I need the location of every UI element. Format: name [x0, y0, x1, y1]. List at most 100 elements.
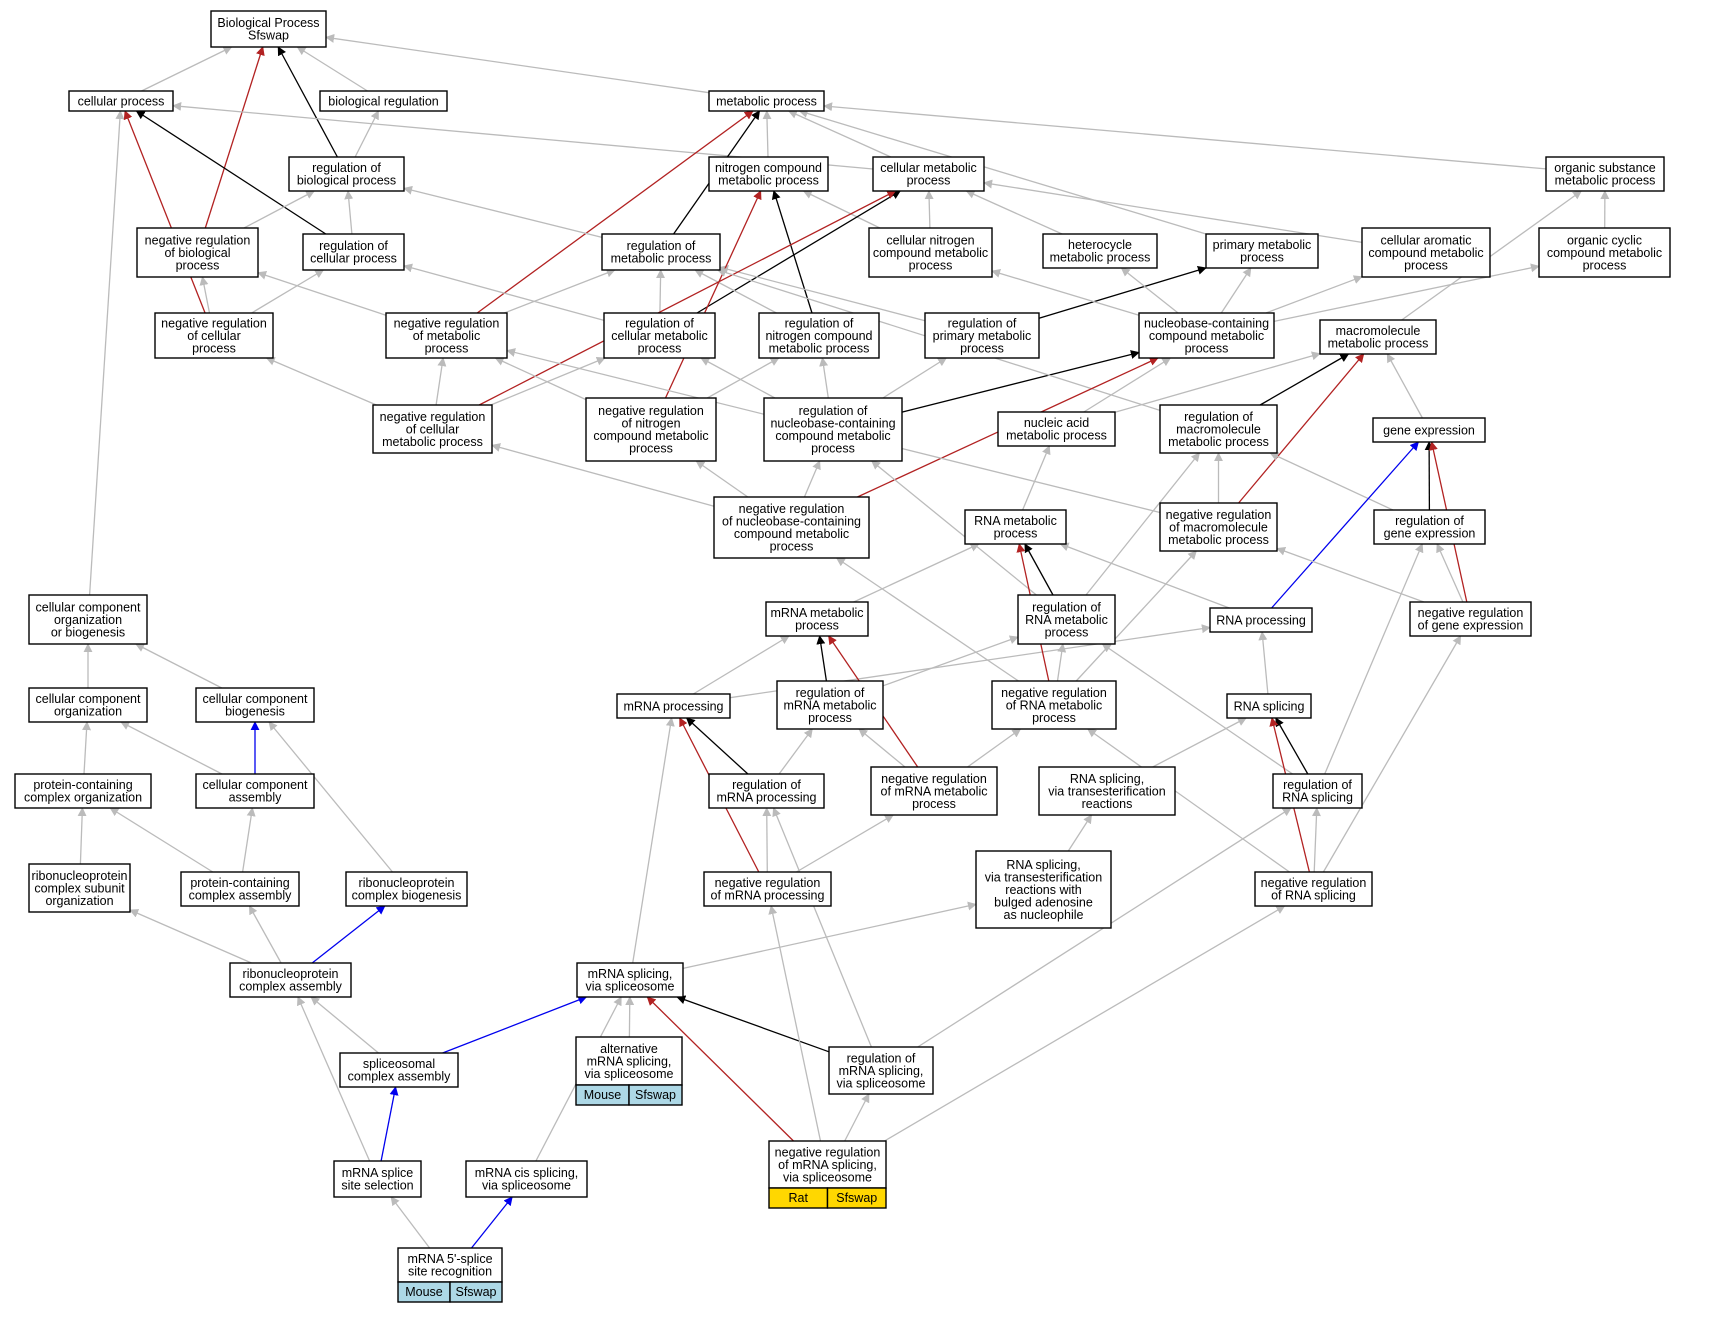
edge-mrna_splice_site-to-spliceosomal [380, 1086, 399, 1162]
node-label-line: ribonucleoprotein [32, 869, 128, 883]
node-label-line: mRNA splicing, [587, 1054, 672, 1068]
edge-rna_splicing-to-rna_processing [1258, 631, 1269, 695]
edge-neg_met-to-neg_bio [257, 270, 387, 316]
node-label-line: process [192, 341, 236, 355]
node-box [868, 227, 993, 278]
annotation-cell [826, 1187, 887, 1209]
node-box [603, 312, 716, 359]
node-label-line: gene expression [1383, 423, 1475, 437]
node-label-line: compound metabolic [1547, 246, 1662, 260]
edge-reg_nucleobase-to-reg_cellmet [700, 357, 776, 399]
node-box [1159, 404, 1278, 454]
edge-neg_cell-to-cellular_process [123, 110, 206, 314]
edge-biological_regulation-to-bp [296, 46, 368, 92]
node-mrna-cis[interactable]: mRNA cis splicing,via spliceosome [465, 1160, 588, 1198]
node-metabolic-process[interactable]: metabolic process [708, 90, 825, 112]
node-label-line: process [1240, 251, 1284, 265]
node-box [1361, 227, 1491, 278]
node-rna-splice-trans[interactable]: RNA splicing,via transesterificationreac… [1038, 766, 1176, 816]
node-box [1017, 594, 1116, 645]
edge-rna_processing-to-gene_expr [1271, 441, 1419, 609]
node-rna-processing[interactable]: RNA processing [1209, 607, 1313, 633]
edge-reg_rna_met-to-rna_met [1024, 543, 1054, 596]
node-mrna-processing[interactable]: mRNA processing [616, 693, 731, 719]
node-cellular-process[interactable]: cellular process [68, 90, 174, 112]
node-biological-regulation[interactable]: biological regulation [319, 90, 448, 112]
node-rna-splicing[interactable]: RNA splicing [1226, 693, 1312, 719]
node-label-line: negative regulation [1261, 876, 1367, 890]
node-gene-expr[interactable]: gene expression [1372, 417, 1486, 443]
node-label-line: spliceosomal [363, 1057, 435, 1071]
edge-neg_met-to-metabolic_process [476, 110, 754, 314]
node-rna-splice-bulged[interactable]: RNA splicing,via transesterificationreac… [975, 850, 1112, 929]
node-label-line: RNA splicing, [1070, 772, 1144, 786]
node-reg-nucleobase[interactable]: regulation ofnucleobase-containingcompou… [763, 397, 903, 462]
node-label-line: metabolic process [1168, 533, 1269, 547]
node-label-line: mRNA splicing, [588, 967, 673, 981]
node-label-line: biogenesis [225, 705, 285, 719]
node-label-line: RNA splicing [1282, 791, 1353, 805]
edge-neg_cellmet-to-neg_met [435, 357, 447, 406]
edge-primary_met-to-metabolic_process [798, 109, 1207, 235]
node-label-line: Sfswap [248, 29, 289, 43]
edge-reg_mrna_met-to-mrna_met [816, 635, 828, 682]
annotation-label: Mouse [584, 1088, 622, 1102]
node-mrna-splice-sp[interactable]: mRNA splicing,via spliceosome [576, 962, 684, 998]
node-label-line: regulation of [732, 778, 801, 792]
node-box [924, 312, 1040, 359]
